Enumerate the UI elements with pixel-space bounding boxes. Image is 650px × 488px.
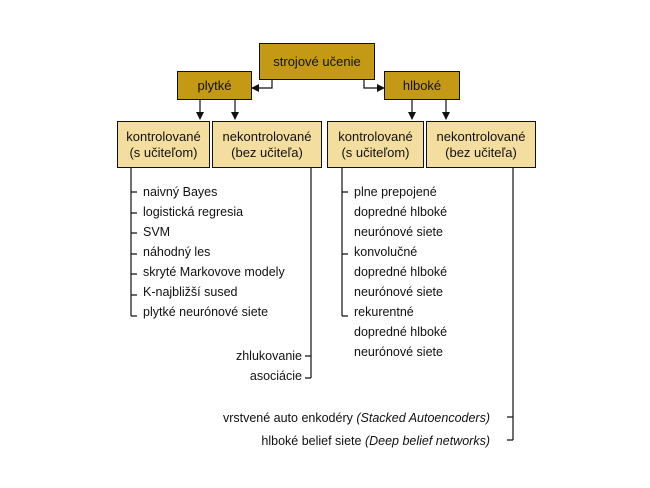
shallow-unsupervised-methods: zhlukovanie asociácie (236, 346, 302, 386)
root-node: strojové učenie (259, 43, 375, 80)
label-line: (bez učiteľa) (231, 144, 303, 160)
label-line: kontrolované (338, 128, 413, 144)
label-line: (s učiteľom) (341, 144, 410, 160)
list-item: K-najbližší sused (143, 285, 238, 299)
list-item: neurónové siete (354, 345, 443, 359)
list-item: plytké neurónové siete (143, 305, 269, 319)
list-item: zhlukovanie (235, 349, 302, 363)
method-name: hlboké belief siete (261, 434, 365, 448)
list-item: dopredné hlboké (354, 265, 448, 279)
deep-node: hlboké (384, 71, 460, 100)
method-english-name: (Stacked Autoencoders) (356, 411, 490, 425)
list-item: skryté Markovove modely (143, 265, 285, 279)
label-line: nekontrolované (222, 128, 312, 144)
deep-unsupervised-methods: vrstvené auto enkodéry (Stacked Autoenco… (223, 407, 490, 453)
list-item: dopredné hlboké (354, 205, 448, 219)
method-english-name: (Deep belief networks) (364, 434, 490, 448)
label-line: kontrolované (126, 128, 201, 144)
list-item: dopredné hlboké (354, 325, 448, 339)
list-item: neurónové siete (354, 285, 443, 299)
list-item: náhodný les (143, 245, 211, 259)
list-item: asociácie (249, 369, 302, 383)
shallow-supervised-node: kontrolované(s učiteľom) (117, 121, 210, 168)
list-item: SVM (143, 225, 171, 239)
list-item: rekurentné (354, 305, 414, 319)
deep-supervised-methods: plne prepojené dopredné hlboké neurónové… (354, 182, 447, 362)
label-line: (s učiteľom) (129, 144, 198, 160)
list-item: logistická regresia (143, 205, 244, 219)
list-item: vrstvené auto enkodéry (Stacked Autoenco… (223, 407, 490, 430)
deep-supervised-node: kontrolované(s učiteľom) (327, 121, 424, 168)
shallow-unsupervised-node: nekontrolované(bez učiteľa) (212, 121, 322, 168)
arrow-root-to-shallow (251, 80, 273, 92)
list-item: plne prepojené (354, 185, 437, 199)
label-line: (bez učiteľa) (445, 144, 517, 160)
deep-unsupervised-node: nekontrolované(bez učiteľa) (426, 121, 536, 168)
list-item: hlboké belief siete (Deep belief network… (223, 430, 490, 453)
list-item: naivný Bayes (143, 185, 218, 199)
label-line: nekontrolované (436, 128, 526, 144)
shallow-supervised-methods: naivný Bayes logistická regresia SVM náh… (143, 182, 285, 322)
list-item: neurónové siete (354, 225, 443, 239)
list-item: konvolučné (354, 245, 418, 259)
shallow-node: plytké (177, 71, 252, 100)
method-name: vrstvené auto enkodéry (222, 411, 357, 425)
arrow-root-to-deep (363, 80, 385, 92)
